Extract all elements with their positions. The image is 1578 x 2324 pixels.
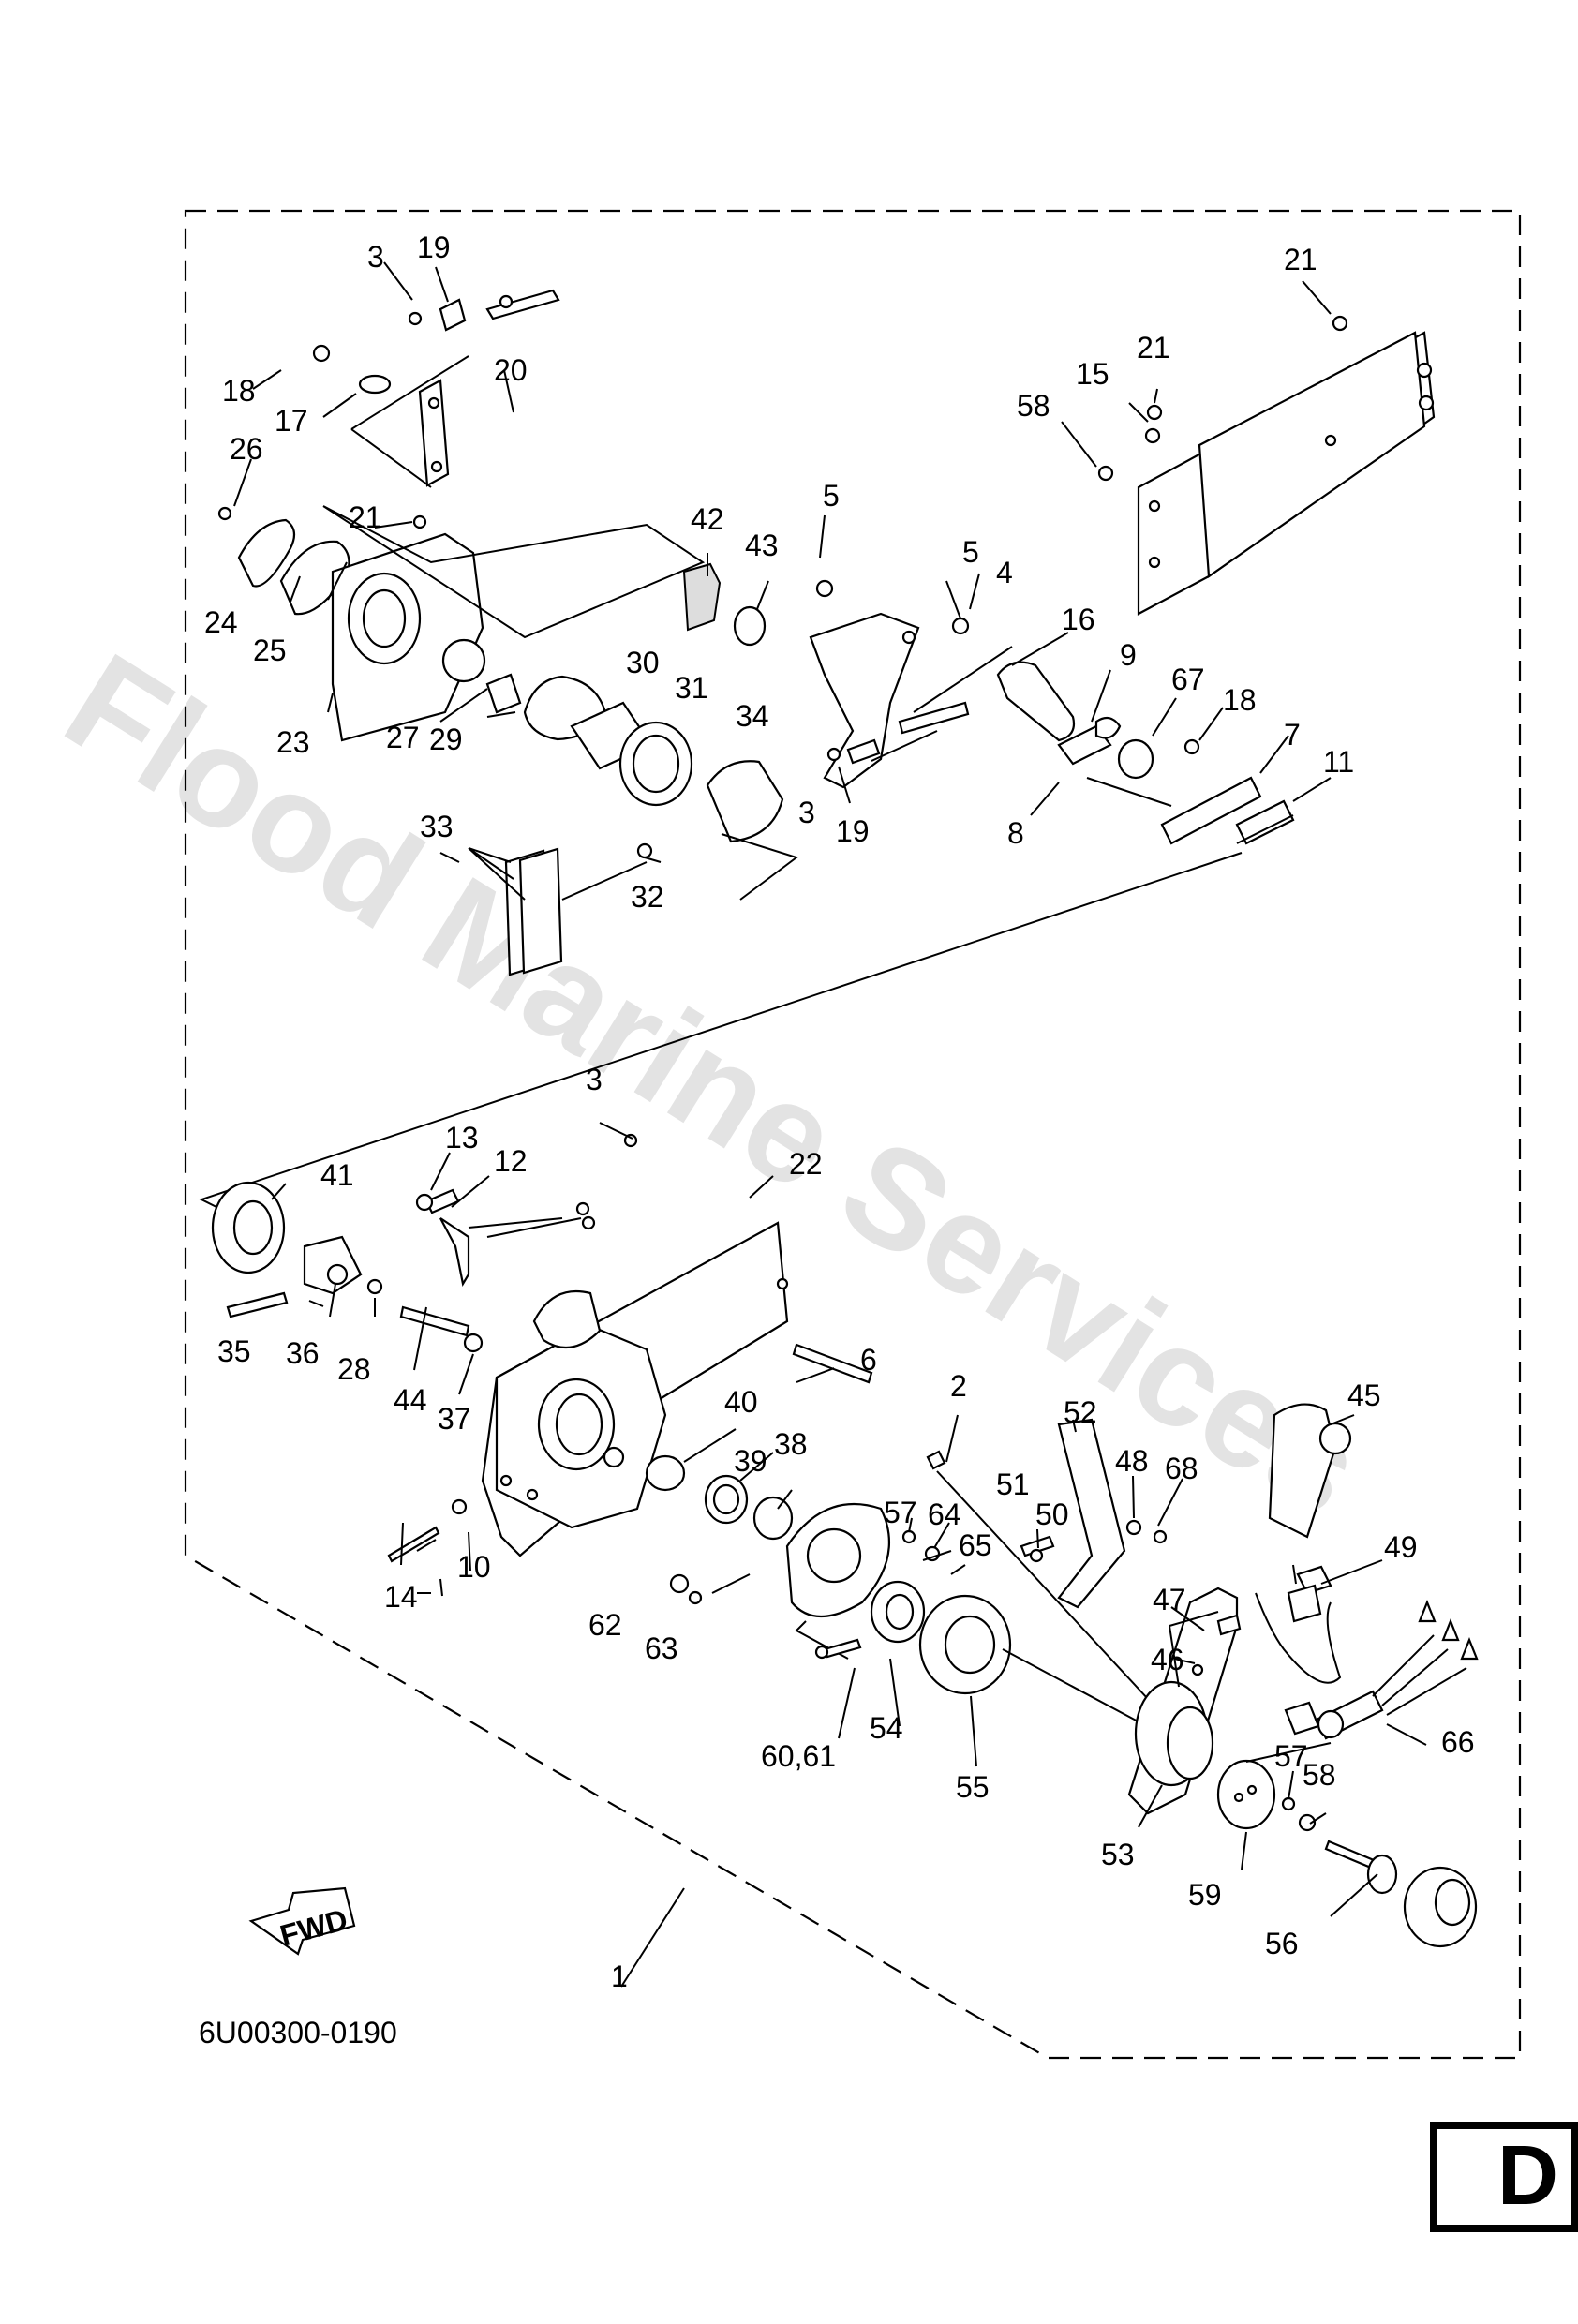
part-label: 17 [275,404,308,438]
part-label: 2 [950,1369,967,1403]
part-label: 24 [204,605,238,639]
part-label: 20 [494,353,528,387]
part-label: 45 [1347,1378,1381,1412]
part-label: 50 [1035,1497,1069,1531]
part-label: 35 [217,1334,251,1368]
part-label: 67 [1171,663,1205,696]
ring-parts [645,1418,1172,1725]
part-label: 8 [1007,816,1024,850]
part-label: 11 [1323,745,1354,779]
part-label: 55 [956,1770,990,1804]
leader-lines [233,261,1427,1988]
part-label: 57 [1274,1739,1308,1773]
part-label: 49 [1384,1530,1418,1564]
main-housing [211,1133,873,1563]
part-label: 21 [1137,331,1170,365]
middle-parts [809,579,1295,845]
part-label: 41 [320,1158,354,1192]
part-label: 22 [789,1147,823,1181]
part-label: 23 [276,725,310,759]
part-label: 33 [420,810,454,843]
part-label: 48 [1115,1444,1149,1478]
fwd-arrow-icon: FWD [248,1886,356,1956]
part-label: 6 [860,1343,877,1377]
part-label: 38 [774,1427,808,1461]
part-label: 58 [1017,389,1050,423]
part-label: 5 [962,535,979,569]
part-label: 18 [222,374,256,408]
part-label: 63 [645,1631,678,1665]
part-label: 19 [417,231,451,264]
part-label: 31 [675,671,708,705]
part-label: 47 [1153,1583,1186,1616]
part-label: 60,61 [761,1739,836,1773]
part-label: 25 [253,633,287,667]
part-label: 59 [1188,1878,1222,1912]
top-left-parts [217,289,799,976]
part-label: 19 [836,814,870,848]
part-label: 26 [230,432,263,466]
part-label: 62 [588,1608,622,1642]
part-label: 64 [928,1497,961,1531]
part-label: 27 [386,721,420,754]
part-label: 29 [429,723,463,756]
part-label: 54 [870,1711,903,1745]
part-label: 4 [996,556,1013,589]
part-label: 16 [1062,603,1095,636]
part-label: 21 [349,500,382,534]
part-label: 32 [631,880,664,914]
part-label: 53 [1101,1838,1135,1871]
part-label: 13 [445,1121,479,1155]
part-label: 40 [724,1385,758,1419]
part-label: 42 [691,502,724,536]
part-label: 52 [1064,1395,1097,1429]
part-label: 37 [438,1402,471,1436]
part-label: 51 [996,1467,1030,1501]
part-label: 57 [884,1496,917,1529]
part-label: 36 [286,1336,320,1370]
part-label: 12 [494,1144,528,1178]
part-label: 3 [367,240,384,274]
part-label: 66 [1441,1725,1475,1759]
part-label: 7 [1284,718,1301,752]
part-label: 3 [586,1063,603,1096]
lever-parts [1125,1403,1479,1948]
part-label: 56 [1265,1927,1299,1960]
assembly-line [199,852,1243,1210]
part-label: 30 [626,646,660,679]
part-label: 68 [1165,1452,1198,1485]
section-box [1430,2122,1578,2232]
drawing-code: 6U00300-0190 [199,2016,397,2049]
part-label: 5 [823,479,840,513]
mounting-bracket [1097,315,1436,616]
assembly-frame [184,209,1522,2060]
part-label: 1 [611,1959,628,1993]
part-label: 15 [1076,357,1109,391]
part-label: 58 [1303,1758,1336,1792]
part-label: 44 [394,1383,427,1417]
part-labels: 1 2 3 3 3 4 5 5 6 7 8 9 10 11 12 13 14 1… [204,231,1475,1993]
part-label: 39 [734,1444,767,1478]
part-label: 3 [798,796,815,829]
part-label: 18 [1223,683,1257,717]
part-label: 34 [736,699,769,733]
part-label: 21 [1284,243,1317,276]
section-letter: D [1497,2129,1558,2223]
part-label: 14 [384,1580,418,1614]
part-label: 43 [745,529,779,562]
part-label: 10 [457,1550,491,1584]
part-label: 65 [959,1528,992,1562]
part-label: 9 [1120,638,1137,672]
part-label: 46 [1151,1643,1184,1676]
part-label: 28 [337,1352,371,1386]
watermark: Flood Marine Services [40,623,1389,1547]
